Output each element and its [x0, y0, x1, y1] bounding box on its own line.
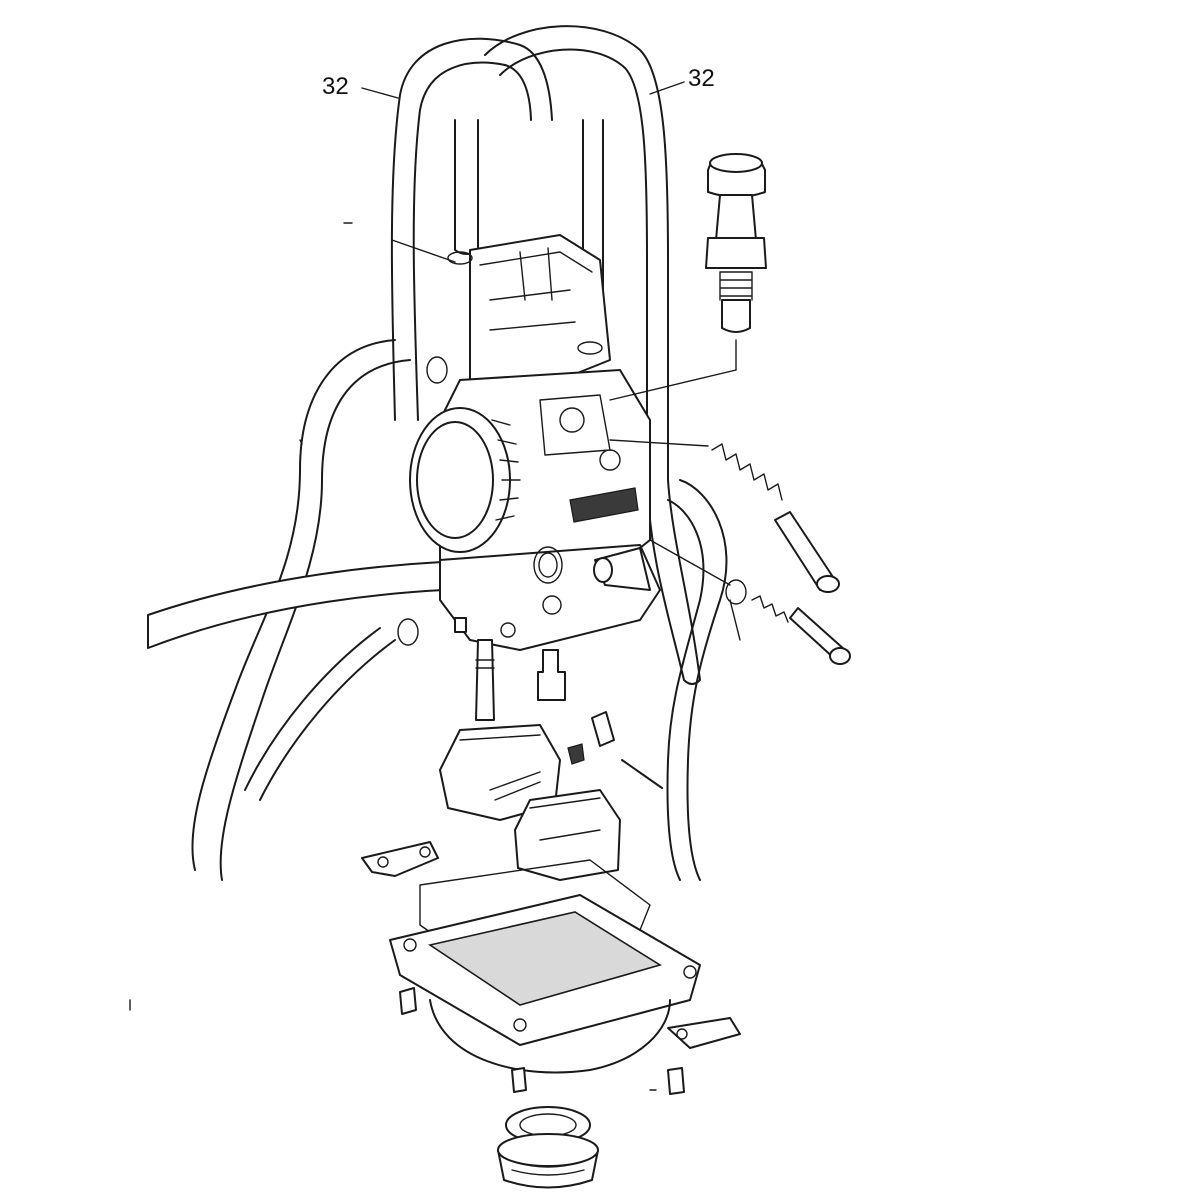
- overflow-hose-inner: [219, 359, 411, 881]
- plunger-neck: [715, 194, 757, 241]
- callout-label-left: 32: [322, 73, 349, 100]
- gasket-hole: [419, 846, 431, 858]
- idle-screw-oring: [725, 579, 747, 605]
- vent-hose-left-outer: [390, 37, 553, 421]
- hot-start-plunger: [609, 153, 767, 401]
- main-body-detail: [539, 394, 621, 471]
- float-bowl-inner: [428, 911, 662, 1006]
- slide-tower-detail: [479, 247, 593, 331]
- float-left-detail: [459, 734, 541, 801]
- hose-clip-small: [447, 251, 473, 265]
- plunger-knob-top: [709, 153, 763, 173]
- bowl-screw: [511, 1067, 527, 1093]
- bowl-screw-hole: [513, 1018, 527, 1032]
- hose-clip-small: [426, 356, 448, 384]
- bowl-screw: [667, 1067, 685, 1095]
- float-bowl-underside: [429, 999, 671, 1074]
- air-screw-spring: [711, 443, 783, 501]
- hose-clip-small: [577, 341, 603, 355]
- air-screw-assembly: [609, 439, 851, 665]
- idle-screw-leader: [729, 599, 741, 641]
- drain-plug-thread: [511, 1161, 585, 1176]
- plunger-thread: [719, 271, 753, 301]
- float-needle: [591, 711, 615, 747]
- bowl-screw-hole: [683, 965, 697, 979]
- vent-hose-right-inner: [499, 48, 648, 481]
- overflow-hose-right-outer: [679, 479, 728, 881]
- vent-hose-stub-left: [454, 119, 479, 255]
- drain-plug: [497, 1106, 599, 1189]
- vent-hose-right-outer: [484, 25, 669, 481]
- flange-port: [542, 595, 562, 615]
- float-bowl-plate-gasket: [361, 841, 439, 877]
- bowl-screws: [399, 987, 685, 1095]
- idle-screw-spring: [751, 595, 789, 623]
- needle-jet: [475, 639, 495, 721]
- jet-parts: [397, 617, 663, 789]
- flange-bolt-hole: [500, 622, 516, 638]
- callout-label-right: 32: [688, 65, 715, 92]
- gasket-hole: [377, 856, 389, 868]
- slide-tower: [469, 234, 611, 381]
- float-left: [439, 724, 561, 821]
- callout-leader-left: [361, 87, 399, 99]
- idle-screw-leader: [649, 539, 731, 586]
- small-screw: [454, 617, 467, 633]
- side-plate-gasket: [667, 1017, 741, 1049]
- drain-plug-top: [497, 1133, 599, 1167]
- idle-screw-head: [829, 647, 851, 665]
- air-screw-leader: [609, 439, 709, 447]
- callout-right: 32: [649, 65, 715, 95]
- air-screw-head: [816, 575, 840, 593]
- hose-clip: [533, 546, 563, 584]
- venturi-ribs: [491, 419, 521, 521]
- small-hose-left: [244, 627, 396, 801]
- carburetor-body: [391, 234, 661, 651]
- float-bowl-assembly: [361, 841, 741, 1074]
- float-pin: [621, 759, 663, 789]
- bowl-screw: [399, 987, 417, 1015]
- float-pivot-clip: [567, 743, 585, 765]
- fitting-clip: [397, 618, 419, 646]
- callout-leader-right: [649, 81, 685, 95]
- main-jet: [537, 649, 566, 701]
- float-assembly: [439, 724, 621, 881]
- hose-clip-inner: [538, 552, 558, 578]
- clip-leader: [391, 239, 456, 263]
- venturi-ring-inner: [416, 421, 494, 539]
- gasket-hole: [676, 1028, 688, 1040]
- needle-jet-ring: [475, 659, 495, 669]
- overflow-hose-right-inner: [666, 499, 705, 881]
- plunger-tip: [721, 299, 751, 333]
- callout-left: 32: [322, 73, 399, 100]
- float-right-detail: [529, 797, 601, 841]
- body-logo-strip: [569, 487, 639, 523]
- plunger-nut: [705, 237, 767, 269]
- bowl-screw-hole: [403, 938, 417, 952]
- vent-hose-left-inner: [412, 61, 532, 421]
- side-nipple-end: [593, 557, 613, 583]
- plunger-leader: [609, 369, 737, 401]
